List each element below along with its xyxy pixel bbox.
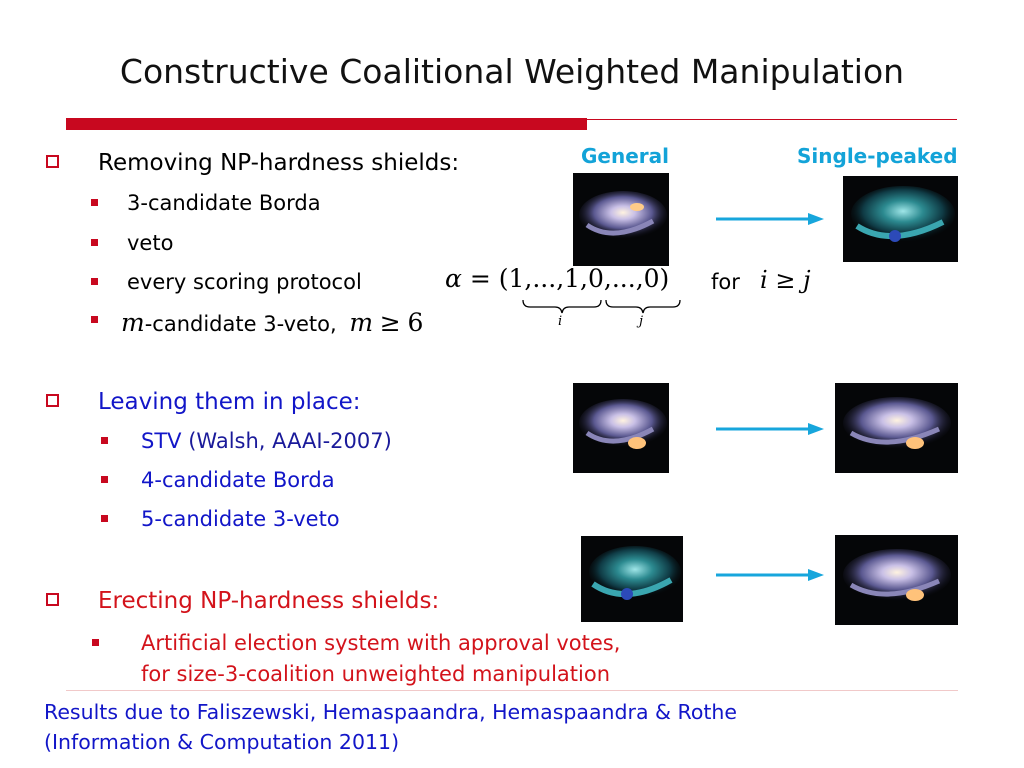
slide-title: Constructive Coalitional Weighted Manipu… bbox=[119, 52, 905, 91]
section1-item-4: m-candidate 3-veto, m ≥ 6 bbox=[91, 308, 424, 337]
cond-i: i bbox=[760, 266, 768, 294]
underbraces bbox=[522, 299, 681, 314]
footer-divider bbox=[66, 690, 958, 691]
right-arrow-icon bbox=[716, 213, 824, 225]
section2-item-3: 5-candidate 3-veto bbox=[101, 507, 340, 531]
square-bullet-icon bbox=[101, 515, 108, 522]
square-bullet-icon bbox=[101, 476, 108, 483]
header-general: General bbox=[581, 144, 669, 168]
starship-dark-image bbox=[581, 536, 683, 622]
item-text-main: STV bbox=[141, 429, 182, 453]
square-bullet-icon bbox=[92, 639, 99, 646]
checkbox-bullet-icon bbox=[46, 394, 59, 407]
right-arrow-icon bbox=[716, 569, 824, 581]
formula-equals: = bbox=[469, 264, 491, 293]
title-accent-bar bbox=[66, 118, 587, 130]
formula-condition: i ≥ j bbox=[760, 266, 811, 294]
section3-heading-text: Erecting NP-hardness shields: bbox=[98, 588, 440, 614]
checkbox-bullet-icon bbox=[46, 155, 59, 168]
formula-alpha: α bbox=[445, 264, 462, 293]
starship-light-image bbox=[835, 535, 958, 625]
starship-dark-image bbox=[843, 176, 958, 262]
section1-heading-text: Removing NP-hardness shields: bbox=[98, 150, 460, 176]
item-text: every scoring protocol bbox=[127, 270, 362, 294]
title-divider-line bbox=[587, 119, 957, 120]
section1-item-2: veto bbox=[91, 231, 174, 255]
starship-light-image bbox=[835, 383, 958, 473]
section3-item-1: Artificial election system with approval… bbox=[92, 628, 621, 690]
header-single-peaked: Single-peaked bbox=[797, 144, 958, 168]
item-text-line1: Artificial election system with approval… bbox=[141, 631, 621, 655]
square-bullet-icon bbox=[91, 239, 98, 246]
square-bullet-icon bbox=[101, 437, 108, 444]
item-text: 4-candidate Borda bbox=[141, 468, 335, 492]
section1-item-1: 3-candidate Borda bbox=[91, 191, 321, 215]
section2-item-1: STV (Walsh, AAAI-2007) bbox=[101, 429, 392, 453]
footnote-line1: Results due to Faliszewski, Hemaspaandra… bbox=[44, 700, 738, 724]
section3-heading: Erecting NP-hardness shields: bbox=[46, 588, 440, 614]
underbrace-label-j: j bbox=[639, 314, 644, 329]
section2-heading-text: Leaving them in place: bbox=[98, 389, 361, 415]
item-text: veto bbox=[127, 231, 174, 255]
item-text: 5-candidate 3-veto bbox=[141, 507, 340, 531]
square-bullet-icon bbox=[91, 278, 98, 285]
square-bullet-icon bbox=[91, 199, 98, 206]
formula-vector: (1,...,1,0,...,0) bbox=[498, 264, 670, 293]
underbrace-label-i: i bbox=[558, 314, 563, 329]
item4-op: ≥ bbox=[379, 308, 401, 337]
square-bullet-icon bbox=[91, 316, 98, 323]
item4-six: 6 bbox=[407, 308, 424, 337]
item-text-rest: (Walsh, AAAI-2007) bbox=[181, 429, 392, 453]
starship-light-image bbox=[573, 173, 669, 266]
section1-heading: Removing NP-hardness shields: bbox=[46, 150, 460, 176]
scoring-formula: α = (1,...,1,0,...,0) bbox=[445, 264, 669, 293]
right-arrow-icon bbox=[716, 423, 824, 435]
item4-text: -candidate 3-veto, bbox=[144, 312, 337, 336]
section1-item-3: every scoring protocol bbox=[91, 270, 362, 294]
item-text: 3-candidate Borda bbox=[127, 191, 321, 215]
cond-op: ≥ bbox=[775, 266, 796, 294]
item4-m: m bbox=[121, 308, 145, 337]
footnote-line2: (Information & Computation 2011) bbox=[44, 730, 400, 754]
formula-for: for bbox=[711, 270, 740, 294]
cond-j: j bbox=[803, 266, 811, 294]
item4-m2: m bbox=[349, 308, 374, 337]
starship-light-image bbox=[573, 383, 669, 473]
section2-item-2: 4-candidate Borda bbox=[101, 468, 335, 492]
footnote: Results due to Faliszewski, Hemaspaandra… bbox=[44, 697, 737, 757]
section2-heading: Leaving them in place: bbox=[46, 389, 361, 415]
checkbox-bullet-icon bbox=[46, 593, 59, 606]
item-text-line2: for size-3-coalition unweighted manipula… bbox=[141, 662, 611, 686]
